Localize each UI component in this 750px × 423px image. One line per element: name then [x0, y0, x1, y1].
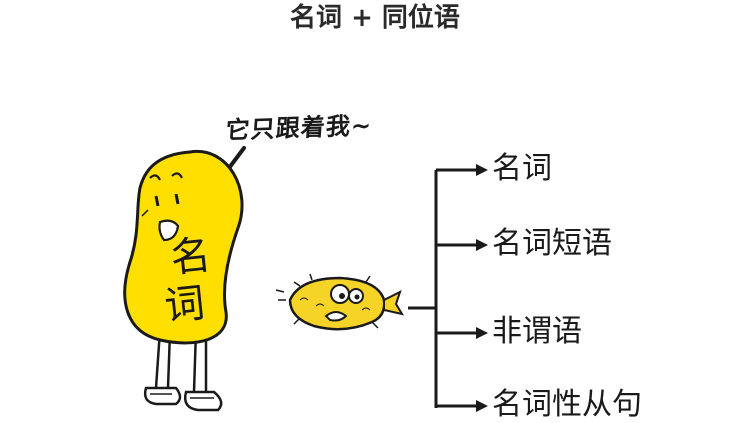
branch-bracket	[408, 168, 478, 408]
arrow-icon	[476, 327, 488, 339]
bean-face	[141, 172, 183, 242]
page-title: 名词 + 同位语	[290, 3, 460, 33]
branch-noun: 名词	[492, 151, 552, 186]
arrow-icon	[476, 239, 488, 251]
branch-noun-phrase: 名词短语	[492, 226, 612, 261]
branch-arrowheads	[476, 164, 488, 412]
arrow-icon	[476, 400, 488, 412]
bean-label-1: 名	[168, 232, 213, 282]
fish-icon	[275, 273, 405, 331]
bean-body	[123, 150, 244, 345]
bean-label-2: 词	[162, 280, 207, 330]
branch-non-finite: 非谓语	[492, 314, 582, 349]
arrow-icon	[476, 164, 488, 176]
branch-noun-clause: 名词性从句	[492, 387, 642, 422]
